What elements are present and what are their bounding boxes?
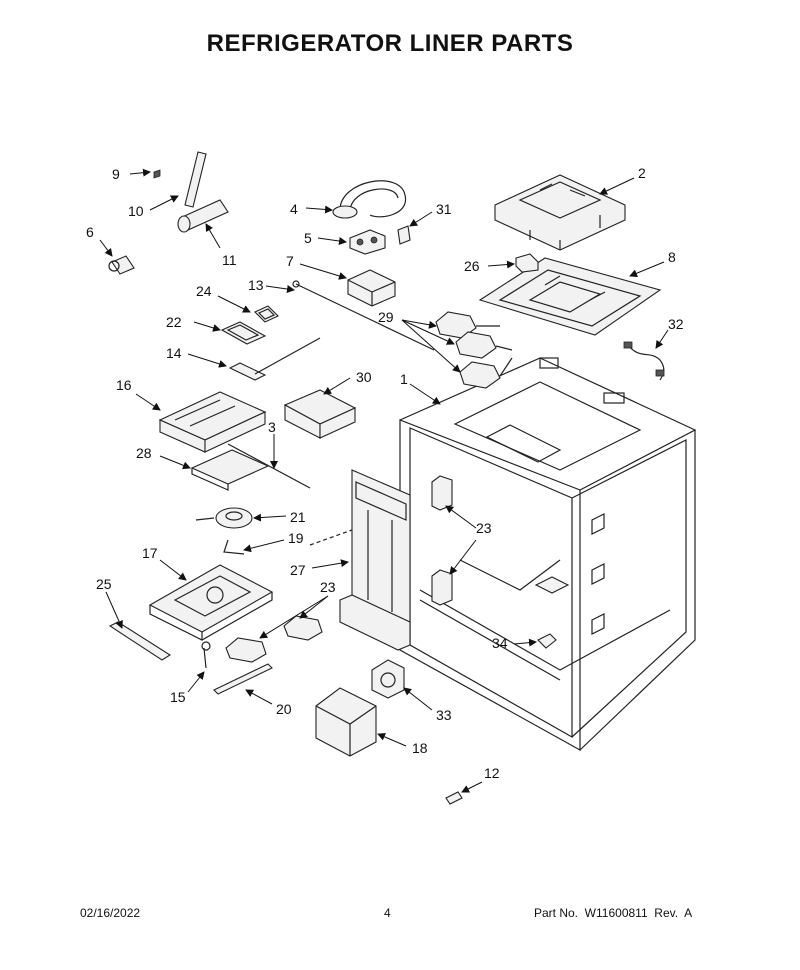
housing-part-7 [347, 269, 396, 307]
callout-21: 21 [290, 509, 306, 525]
callout-23-lower: 23 [320, 579, 336, 595]
liner-part-1 [399, 357, 697, 752]
callout-31: 31 [436, 201, 452, 217]
callout-33: 33 [436, 707, 452, 723]
assembly-part-23-lower [225, 615, 323, 663]
callout-15: 15 [170, 689, 186, 705]
callout-12: 12 [484, 765, 500, 781]
callout-23-upper: 23 [476, 520, 492, 536]
callout-27: 27 [290, 562, 306, 578]
clip-part-26 [515, 253, 539, 273]
callout-32: 32 [668, 316, 684, 332]
callout-10: 10 [128, 203, 144, 219]
bucket-part-18 [315, 687, 377, 757]
callout-30: 30 [356, 369, 372, 385]
callout-34: 34 [492, 635, 508, 651]
callout-6: 6 [86, 224, 94, 240]
fan-part-21 [195, 507, 253, 555]
box-part-30 [283, 389, 357, 439]
rod-part-13 [292, 280, 435, 351]
callout-8: 8 [668, 249, 676, 265]
callout-labels: 9 10 11 6 4 5 31 7 2 8 26 29 32 13 24 22… [86, 165, 684, 781]
footer-date: 02/16/2022 [80, 906, 141, 920]
callout-2: 2 [638, 165, 646, 181]
assembly-part-23-upper [431, 475, 453, 606]
trim-parts [108, 621, 273, 695]
callout-11: 11 [222, 252, 237, 268]
assembly-part-29 [435, 311, 513, 389]
housing-part-17 [148, 564, 274, 641]
tube-part-4 [332, 180, 406, 219]
gasket-parts [220, 305, 321, 381]
callout-18: 18 [412, 740, 428, 756]
page-title: REFRIGERATOR LINER PARTS [206, 30, 574, 57]
footer-page-number: 4 [384, 906, 391, 920]
callout-3: 3 [268, 419, 276, 435]
callout-19: 19 [288, 530, 304, 546]
callout-5: 5 [304, 230, 312, 246]
motor-part-33 [371, 659, 405, 699]
bracket-part-2 [494, 174, 626, 251]
callout-29: 29 [378, 309, 394, 325]
clip-part-12 [445, 791, 463, 805]
callout-4: 4 [290, 201, 298, 217]
panel-part-27 [309, 469, 411, 651]
callout-9: 9 [112, 166, 120, 182]
callout-13: 13 [248, 277, 264, 293]
callout-1: 1 [400, 371, 408, 387]
footer-part-number: Part No. W11600811 Rev. A [534, 906, 693, 920]
callout-24: 24 [196, 283, 212, 299]
callout-26: 26 [464, 258, 480, 274]
clip-part-31 [397, 225, 411, 245]
filter-group [108, 151, 229, 275]
callout-20: 20 [276, 701, 292, 717]
harness-part-32 [623, 341, 665, 381]
board-part-28 [190, 443, 311, 491]
cover-part-8 [478, 257, 662, 336]
valve-part-5 [349, 229, 386, 255]
callout-22: 22 [166, 314, 182, 330]
leader-lines [99, 168, 669, 793]
callout-28: 28 [136, 445, 152, 461]
callout-14: 14 [166, 345, 182, 361]
callout-25: 25 [96, 576, 112, 592]
callout-16: 16 [116, 377, 132, 393]
clip-part-34 [537, 633, 557, 649]
callout-17: 17 [142, 545, 158, 561]
callout-7: 7 [286, 253, 294, 269]
board-part-16 [158, 391, 267, 453]
